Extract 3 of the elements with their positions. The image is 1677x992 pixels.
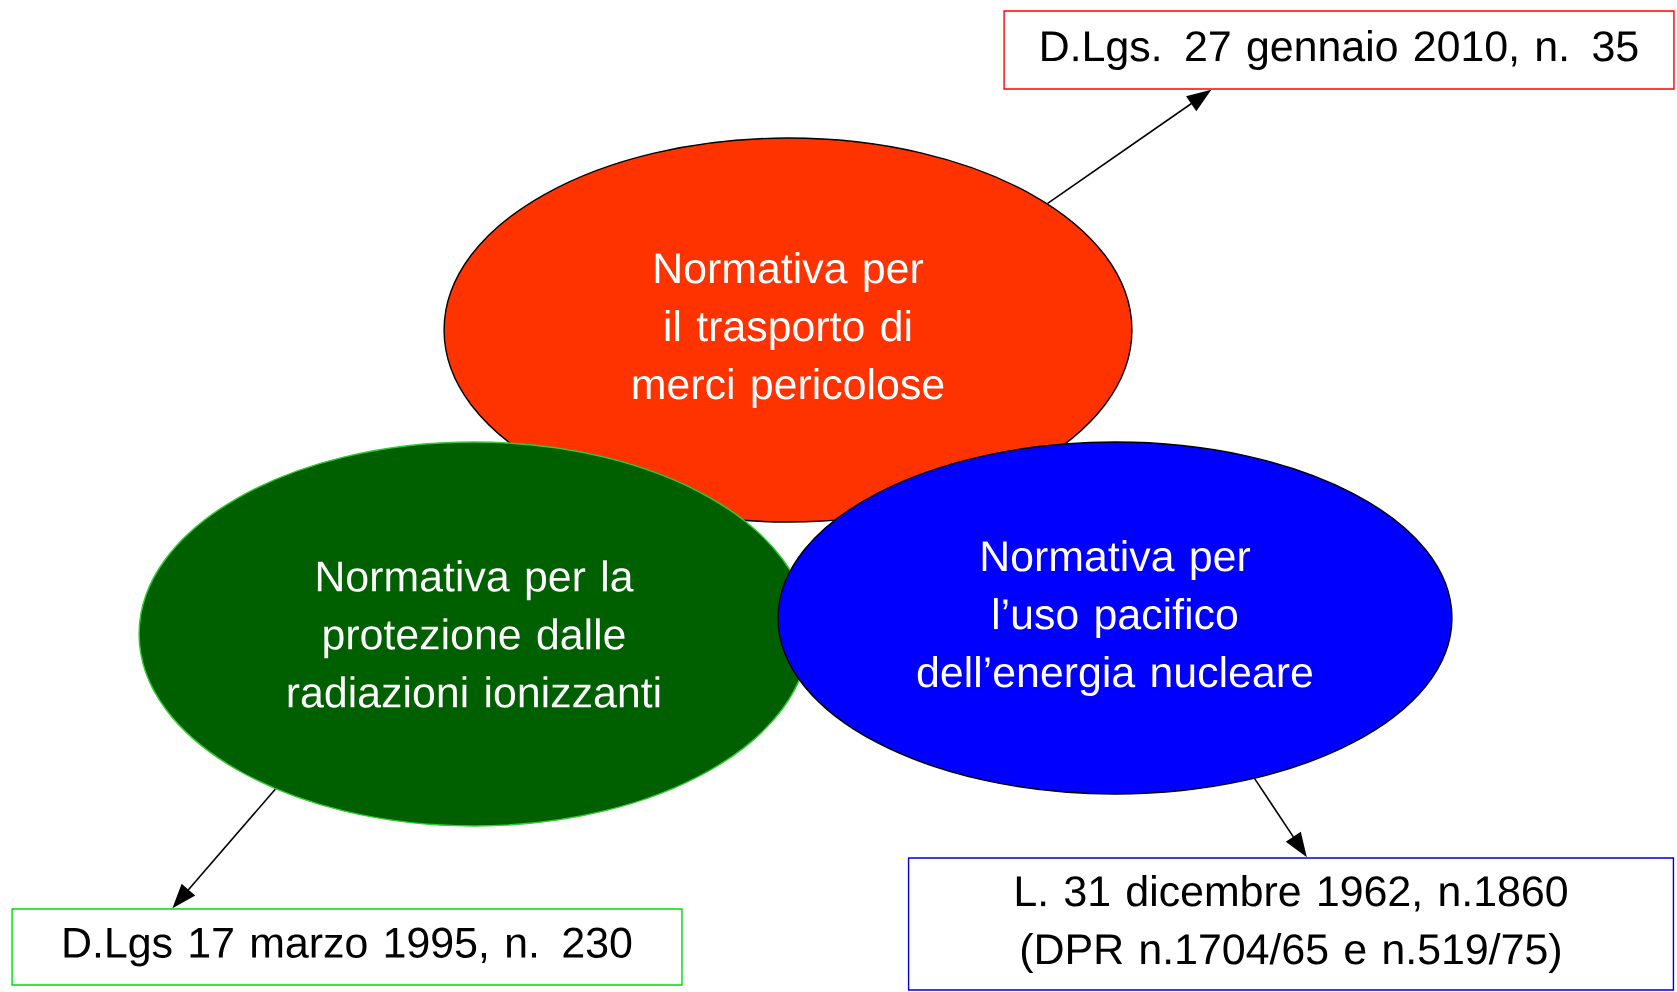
text-box: L. 31 dicembre 1962, n.1860 (DPR n.1704/65 e n.519/75) [907,857,1675,991]
text-box: D.Lgs 17 marzo 1995, n. 230 [11,908,683,986]
text-box: D.Lgs. 27 gennaio 2010, n. 35 [1003,10,1675,90]
